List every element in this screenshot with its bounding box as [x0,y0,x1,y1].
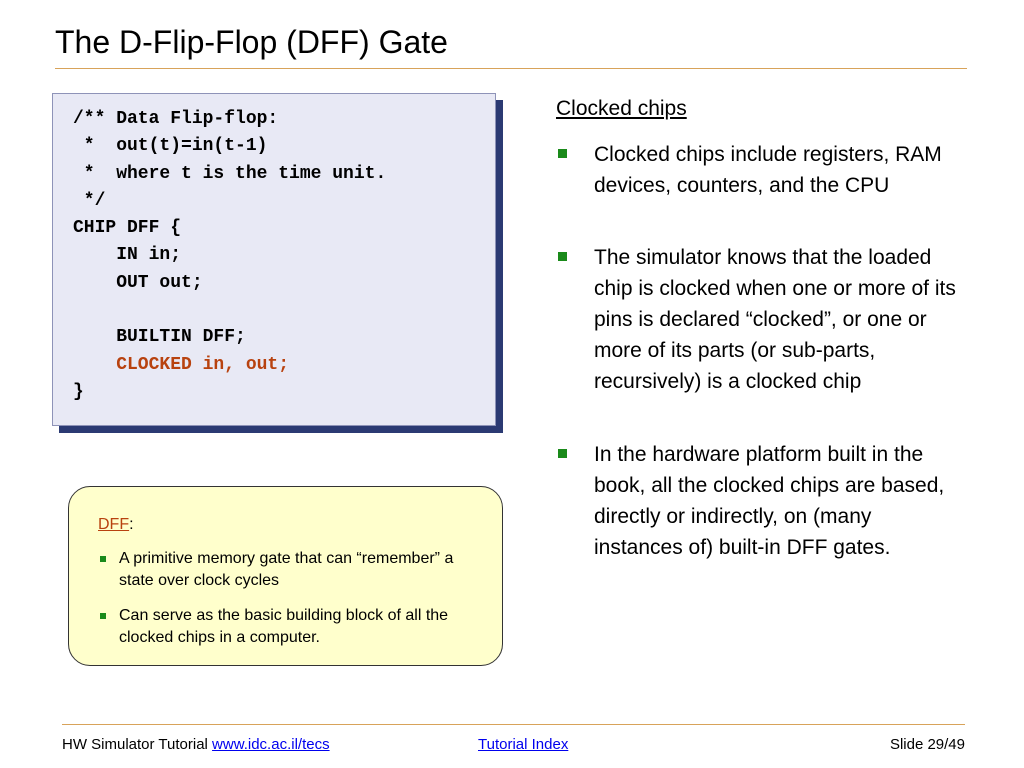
dff-colon: : [129,516,134,533]
clocked-chips-text: In the hardware platform built in the bo… [594,443,945,559]
tutorial-index-link[interactable]: Tutorial Index [478,736,569,753]
code-line: IN in; [73,245,182,266]
code-line: BUILTIN DFF; [73,327,246,348]
hdl-code-block: /** Data Flip-flop: * out(t)=in(t-1) * w… [73,106,386,406]
footer-website-link[interactable]: www.idc.ac.il/tecs [212,736,330,753]
square-bullet-icon [558,449,567,458]
clocked-chips-text: The simulator knows that the loaded chip… [594,246,956,393]
dff-info-box [68,486,503,666]
clocked-chips-item: Clocked chips include registers, RAM dev… [556,139,961,201]
dff-info-text: Can serve as the basic building block of… [119,607,449,646]
code-line: */ [73,190,106,211]
square-bullet-icon [100,613,106,619]
dff-info-heading: DFF: [98,515,134,535]
slide-title: The D-Flip-Flop (DFF) Gate [55,24,448,60]
code-line: } [73,381,84,402]
code-line: CHIP DFF { [73,218,182,239]
title-divider [55,68,967,69]
dff-term: DFF [98,516,130,533]
code-line [73,297,386,324]
code-line: * out(t)=in(t-1) [73,136,268,157]
footer-center: Tutorial Index [478,736,568,754]
dff-info-item: Can serve as the basic building block of… [100,605,480,649]
code-line-clocked: CLOCKED in, out; [73,354,290,375]
clocked-chips-heading: Clocked chips [556,97,687,120]
code-box [52,93,496,426]
footer-divider [62,724,965,725]
clocked-chips-text: Clocked chips include registers, RAM dev… [594,143,942,197]
square-bullet-icon [558,149,567,158]
square-bullet-icon [558,252,567,261]
slide-number: Slide 29/49 [889,736,965,753]
code-line: * where t is the time unit. [73,163,387,184]
dff-info-text: A primitive memory gate that can “rememb… [119,550,454,589]
clocked-chips-item: In the hardware platform built in the bo… [556,439,961,563]
code-line: /** Data Flip-flop: [73,109,279,129]
clocked-chips-item: The simulator knows that the loaded chip… [556,242,961,397]
footer-course: HW Simulator Tutorial [62,736,208,753]
footer-left: HW Simulator Tutorial www.idc.ac.il/tecs [62,736,330,754]
code-line: OUT out; [73,272,203,293]
dff-info-item: A primitive memory gate that can “rememb… [100,548,480,592]
square-bullet-icon [100,556,106,562]
